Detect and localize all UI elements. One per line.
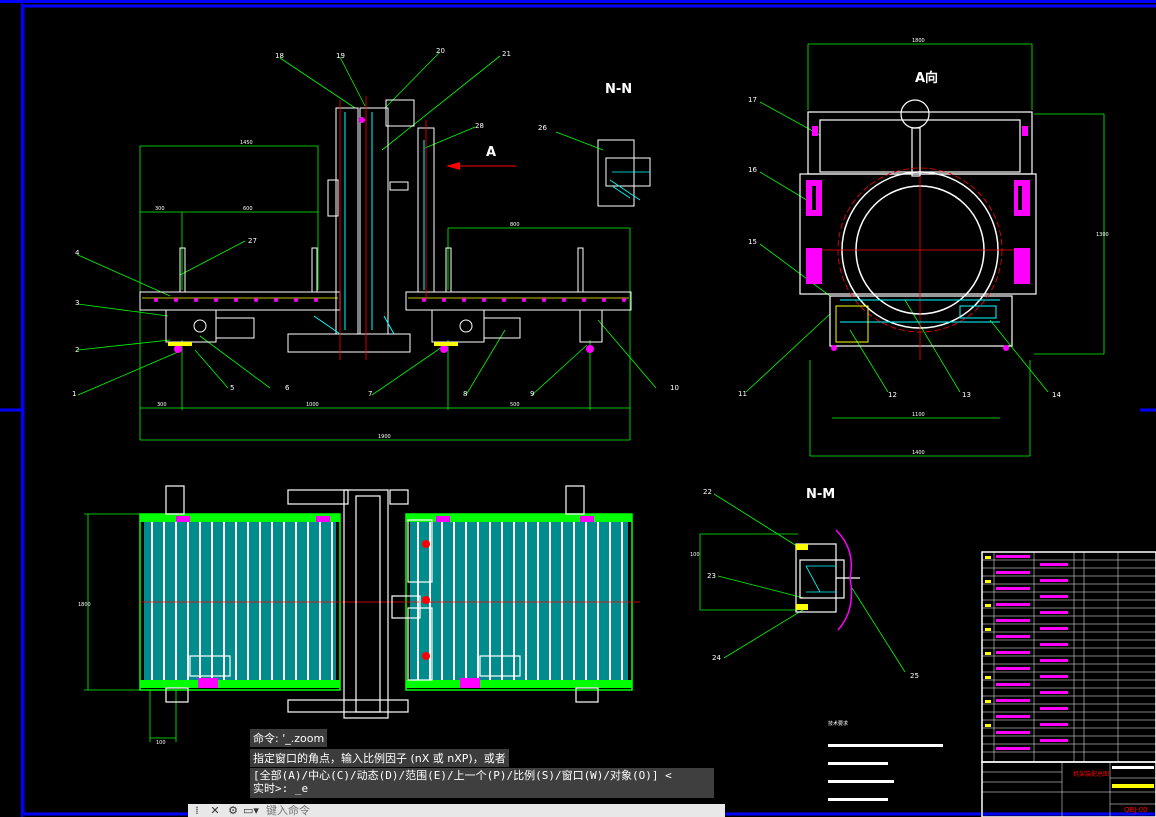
svg-text:500: 500 [510,402,520,408]
svg-text:1100: 1100 [912,412,925,418]
section-nm-title: N-M [806,487,835,502]
svg-text:24: 24 [712,654,721,662]
section-nn: N-N 26 [538,82,651,207]
command-line-bar: ⁞ ✕ ⚙ ▭▾ [188,804,725,817]
drawing-name: 机架装配总图 [1073,770,1109,778]
svg-text:5: 5 [230,384,234,392]
drag-handle-icon[interactable]: ⁞ [195,804,199,817]
svg-text:1800: 1800 [78,602,91,608]
svg-text:7: 7 [368,390,372,398]
svg-text:1300: 1300 [1096,232,1109,238]
svg-text:4: 4 [75,249,80,257]
svg-text:18: 18 [275,52,284,60]
command-prompt-panel: [全部(A)/中心(C)/动态(D)/范围(E)/上一个(P)/比例(S)/窗口… [250,768,714,798]
svg-text:13: 13 [962,391,971,399]
drawing-border [21,4,1156,816]
svg-text:19: 19 [336,52,345,60]
svg-text:600: 600 [243,206,253,212]
svg-text:技术要求: 技术要求 [828,720,848,727]
front-view: A 18 19 20 21 28 27 4 3 2 1 5 6 7 8 9 10… [72,47,679,441]
svg-text:22: 22 [703,488,712,496]
svg-text:10: 10 [670,384,679,392]
view-arrow-label: A [486,145,496,160]
svg-text:27: 27 [248,237,257,245]
svg-text:3: 3 [75,299,79,307]
svg-text:16: 16 [748,166,757,174]
svg-text:1: 1 [72,390,76,398]
command-prompt-options: [全部(A)/中心(C)/动态(D)/范围(E)/上一个(P)/比例(S)/窗口… [253,769,672,782]
parts-list-table [981,551,1156,763]
svg-text:100: 100 [156,740,166,746]
command-history-line-1: 命令: '_.zoom [250,729,328,747]
svg-text:26: 26 [538,124,547,132]
svg-text:300: 300 [155,206,165,212]
svg-text:300: 300 [157,402,167,408]
svg-text:2: 2 [75,346,79,354]
top-view: 1800 100 [78,485,640,746]
svg-text:17: 17 [748,96,757,104]
svg-text:1000: 1000 [306,402,319,408]
svg-text:800: 800 [510,222,520,228]
svg-text:8: 8 [463,390,467,398]
command-input[interactable] [266,804,686,817]
svg-text:25: 25 [910,672,919,680]
svg-text:12: 12 [888,391,897,399]
svg-text:14: 14 [1052,391,1061,399]
svg-text:1800: 1800 [912,38,925,44]
drawing-code: QBJ-00 [1124,806,1148,814]
svg-text:15: 15 [748,238,757,246]
view-a: A向 [738,38,1109,457]
svg-text:9: 9 [530,390,534,398]
close-icon[interactable]: ✕ [210,804,220,817]
title-block: 机架装配总图 QBJ-00 [981,761,1156,817]
view-a-title: A向 [915,70,938,86]
section-nm: N-M 22 23 24 25 100 [690,487,919,680]
svg-text:11: 11 [738,390,747,398]
command-history-line-2: 指定窗口的角点，输入比例因子 (nX 或 nXP)，或者 [250,749,509,767]
svg-text:1450: 1450 [240,140,253,146]
svg-text:28: 28 [475,122,484,130]
svg-text:23: 23 [707,572,716,580]
svg-text:1400: 1400 [912,450,925,456]
recent-commands-icon[interactable]: ▭▾ [243,804,259,817]
command-prompt-current: 实时>: _e [253,782,309,795]
svg-text:100: 100 [690,552,700,558]
svg-text:21: 21 [502,50,511,58]
svg-text:1900: 1900 [378,434,391,440]
technical-notes: 技术要求 [828,720,943,801]
svg-text:6: 6 [285,384,290,392]
svg-text:20: 20 [436,47,445,55]
section-nn-title: N-N [605,82,632,97]
customize-wrench-icon[interactable]: ⚙ [228,804,238,817]
